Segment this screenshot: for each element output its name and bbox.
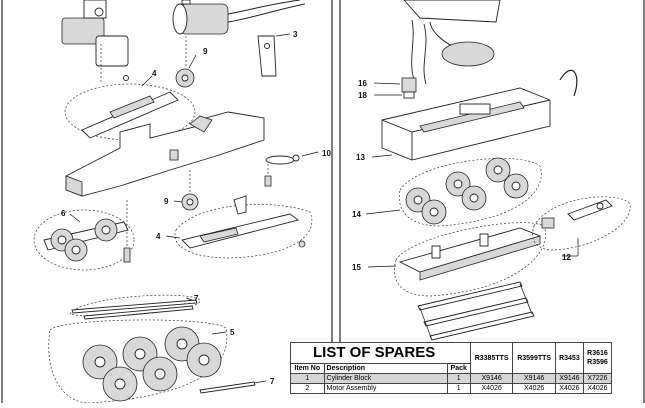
pack-cell: 1 (446, 373, 471, 384)
callout-14: 14 (352, 210, 361, 219)
spares-title: LIST OF SPARES (290, 342, 471, 364)
callout-13: 13 (356, 153, 365, 162)
wheelset-part (405, 157, 529, 225)
code-cell: X7226 (582, 373, 612, 384)
spares-header-row: LIST OF SPARES R3385TTS R3599TTS R3453 R… (290, 342, 612, 374)
model-col-4: R3616 R3596 (582, 342, 612, 374)
callout-7-lower: 7 (270, 377, 275, 386)
description-cell: Motor Assembly (323, 383, 448, 394)
chassis-part (65, 111, 265, 197)
screw-part (123, 247, 131, 263)
bogie-part (43, 218, 129, 262)
speaker-part (401, 77, 417, 99)
callout-12: 12 (562, 253, 571, 262)
item-no-header: Item No (290, 363, 325, 374)
body-top-part (403, 0, 501, 85)
coupling-rod-part (71, 299, 198, 320)
callout-4: 4 (152, 69, 157, 78)
callout-16: 16 (358, 79, 367, 88)
gear-part (181, 193, 199, 211)
code-cell: X9146 (554, 373, 584, 384)
callout-5: 5 (230, 328, 235, 337)
bogie-group-outline (33, 209, 135, 271)
bracket-part (257, 35, 277, 77)
table-row: 1 Cylinder Block 1 X9146 X9146 X9146 X72… (290, 373, 612, 384)
wheels-group-outline (398, 158, 542, 227)
model-col-2: R3599TTS (512, 342, 556, 374)
callout-4-lower: 4 (156, 232, 161, 241)
code-cell: X4026 (512, 383, 556, 394)
pack-header: Pack (446, 363, 471, 374)
coupler-group-outline (532, 196, 631, 251)
callout-6: 6 (61, 209, 66, 218)
spares-table: LIST OF SPARES R3385TTS R3599TTS R3453 R… (290, 342, 612, 403)
pickup-group-outline (64, 83, 196, 141)
motor-assembly-part (61, 0, 129, 67)
code-cell: X9146 (469, 373, 514, 384)
callout-18: 18 (358, 91, 367, 100)
description-cell: Cylinder Block (323, 373, 448, 384)
callout-9-lower: 9 (164, 197, 169, 206)
pin-part (265, 154, 300, 165)
code-cell: X9146 (512, 373, 556, 384)
screw-part (264, 175, 272, 187)
table-row: 2 Motor Assembly 1 X4026 X4026 X4026 X40… (290, 383, 612, 394)
callout-10: 10 (322, 149, 331, 158)
motor-part (172, 0, 306, 35)
screw-part (298, 240, 306, 248)
callout-15: 15 (352, 263, 361, 272)
model-col-1: R3385TTS (469, 342, 514, 374)
coupler-part (541, 199, 613, 229)
callout-3: 3 (293, 30, 298, 39)
code-cell: X4026 (554, 383, 584, 394)
coupling-hook-part (559, 69, 578, 97)
pickup-assembly-lower-part (181, 195, 300, 249)
chassis-block-part (381, 87, 551, 161)
pickup-group-outline-lower (174, 204, 313, 259)
pack-cell: 1 (446, 383, 471, 394)
callout-9: 9 (203, 47, 208, 56)
callout-7: 7 (194, 294, 199, 303)
frame-bars-part (417, 281, 535, 341)
description-header: Description (323, 363, 448, 374)
code-cell: X4026 (469, 383, 514, 394)
item-no-cell: 1 (290, 373, 325, 384)
model-col-3: R3453 (554, 342, 584, 374)
coupling-rod-lower-part (199, 381, 256, 394)
pickup-assembly-part (81, 75, 179, 139)
baseplate-part (398, 227, 542, 281)
item-no-cell: 2 (290, 383, 325, 394)
spares-grid: LIST OF SPARES R3385TTS R3599TTS R3453 R… (290, 342, 612, 394)
gear-part (175, 68, 195, 88)
code-cell: X4026 (582, 383, 612, 394)
driving-wheels-part (82, 326, 222, 402)
